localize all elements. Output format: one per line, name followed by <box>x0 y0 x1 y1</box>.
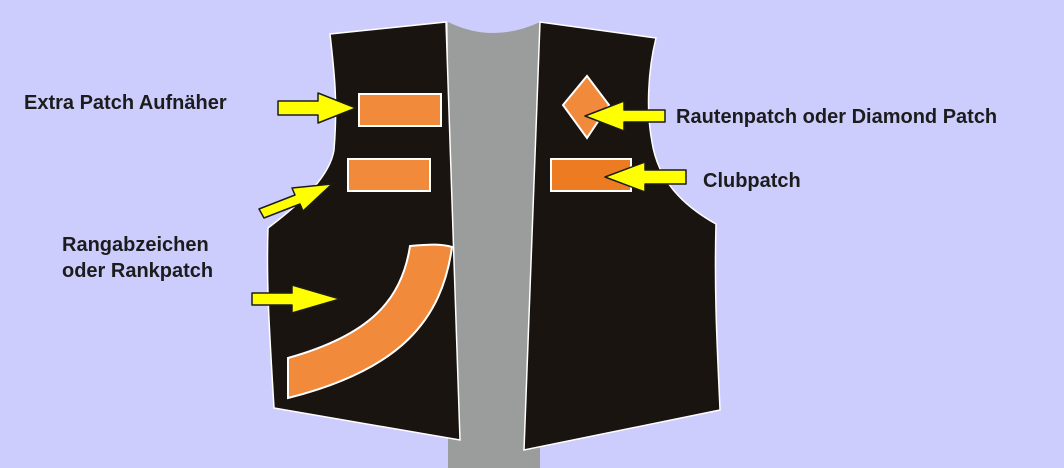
diamond-patch-label: Rautenpatch oder Diamond Patch <box>676 106 998 128</box>
club-patch-label: Clubpatch <box>703 170 801 192</box>
extra-patch <box>358 93 442 127</box>
extra-patch-label: Extra Patch Aufnäher <box>24 92 227 114</box>
rank-patch-label-line1: Rangabzeichen <box>62 234 209 256</box>
arrow-extra-patch <box>277 92 357 124</box>
vest-lining <box>448 22 540 468</box>
rank-patch-label: Rangabzeichen oder Rankpatch <box>62 232 213 284</box>
arrow-club-patch <box>604 161 687 193</box>
diamond-patch <box>561 74 611 140</box>
left-small-patch <box>347 158 431 192</box>
arrow-diamond-patch <box>584 100 666 132</box>
arrow-left-small-patch <box>258 183 333 219</box>
arrow-rank-patch <box>251 284 341 314</box>
rank-patch-label-line2: oder Rankpatch <box>62 260 214 282</box>
rank-patch <box>287 243 454 400</box>
right-vest-panel <box>523 21 721 451</box>
